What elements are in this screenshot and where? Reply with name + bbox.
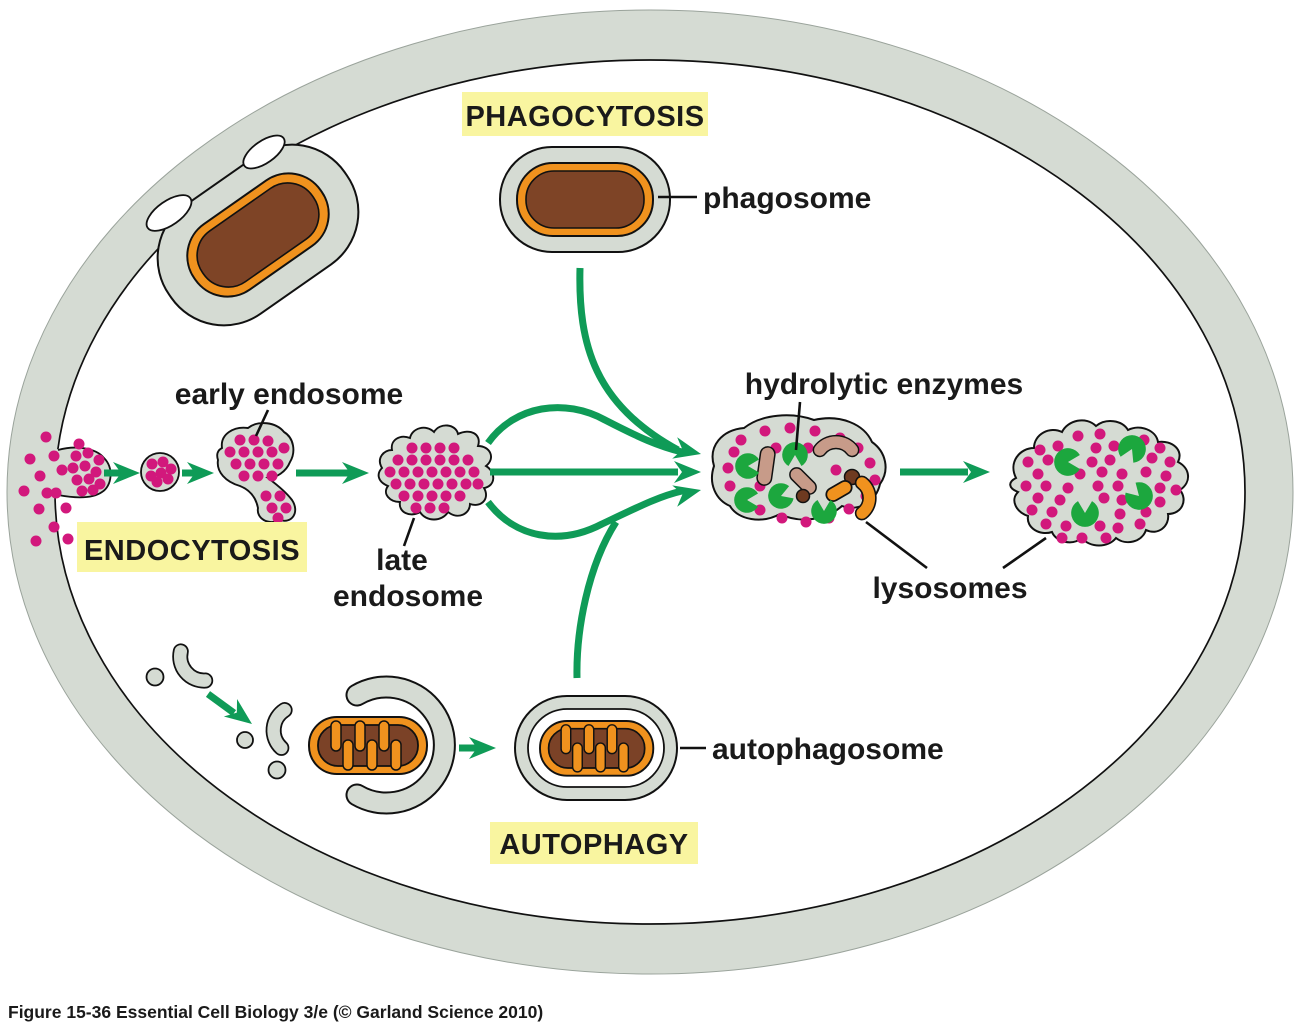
phagosome	[499, 146, 671, 253]
engulfed-bacterium	[186, 172, 330, 298]
debris-tan-fragments	[756, 442, 852, 495]
early-endosome-label: early endosome	[175, 378, 403, 411]
endocytosis-label: ENDOCYTOSIS	[84, 535, 300, 567]
figure-caption: Figure 15-36 Essential Cell Biology 3/e …	[8, 1002, 543, 1022]
phagocytic-cup	[145, 134, 360, 327]
label-pointer-lines	[254, 195, 1047, 750]
phagocytosis-label: PHAGOCYTOSIS	[465, 101, 704, 133]
late-endosome-label-line1: late	[376, 544, 428, 577]
endocytosis-highlight	[77, 522, 307, 572]
hydrolytic-enzymes-label: hydrolytic enzymes	[745, 368, 1023, 401]
mitochondrion-being-engulfed	[308, 675, 456, 815]
phagocytosis-highlight	[462, 92, 708, 136]
membrane-fragments	[145, 651, 286, 780]
membrane-gap-top	[242, 134, 286, 170]
autophagy-label: AUTOPHAGY	[499, 829, 688, 861]
late-endosome-label-line2: endosome	[333, 580, 483, 613]
endolysosome	[711, 414, 887, 528]
phagosome-label: phagosome	[703, 182, 871, 215]
autophagy-highlight	[490, 822, 698, 864]
pathway-arrows	[104, 267, 968, 752]
lysosome-right	[1009, 419, 1189, 547]
lysosomes-label: lysosomes	[872, 572, 1027, 605]
debris-orange-fragments	[825, 483, 870, 513]
membrane-gap-left	[145, 194, 193, 232]
autophagosome-label: autophagosome	[712, 733, 944, 766]
autophagosome	[514, 695, 678, 801]
